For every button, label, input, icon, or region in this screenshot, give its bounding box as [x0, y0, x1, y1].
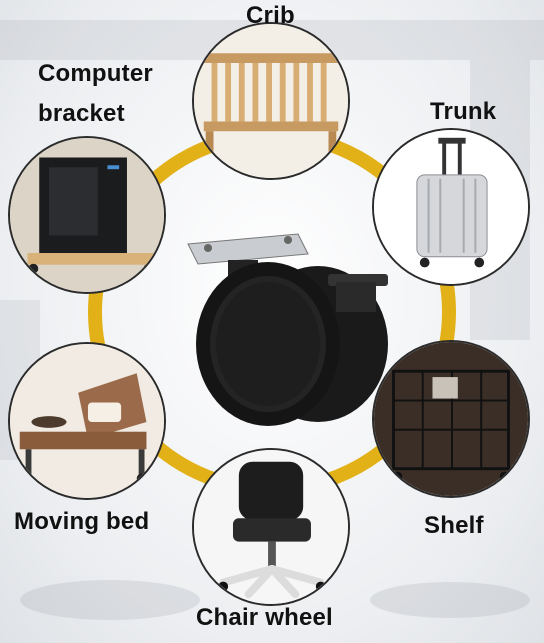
crib-icon [194, 24, 348, 178]
chair-wheel-bubble [192, 448, 350, 606]
shelf-bubble [372, 340, 530, 498]
trunk-label: Trunk [430, 98, 497, 125]
computer-bracket-label-line1: Computer [38, 60, 153, 87]
crib-bubble [192, 22, 350, 180]
moving-bed-label: Moving bed [14, 508, 150, 535]
moving-bed-bubble [8, 342, 166, 500]
crib-label: Crib [246, 2, 295, 29]
shelf-label: Shelf [424, 512, 484, 539]
wire-shelf-icon [374, 342, 528, 496]
lounge-bed-icon [10, 344, 164, 498]
trunk-bubble [372, 128, 530, 286]
computer-bracket-label-line2: bracket [38, 100, 125, 127]
suitcase-icon [374, 130, 528, 284]
caster-wheel-image [168, 224, 398, 434]
computer-bracket-bubble [8, 136, 166, 294]
chair-wheel-label: Chair wheel [196, 604, 333, 631]
computer-case-icon [10, 138, 164, 292]
office-chair-icon [194, 450, 348, 604]
caster-wheel-icon [187, 233, 388, 426]
